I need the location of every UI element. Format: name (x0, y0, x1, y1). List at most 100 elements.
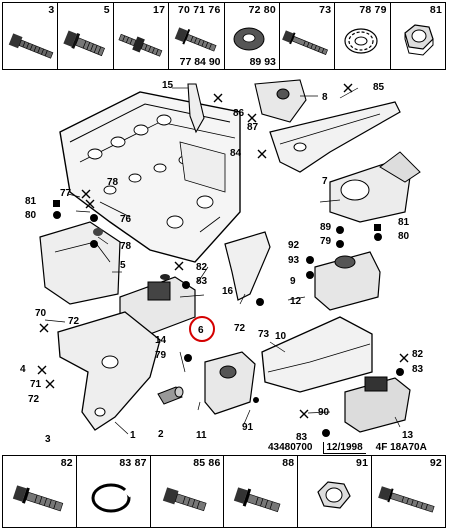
callout-6: 6 (198, 325, 204, 336)
engine-block (59, 91, 241, 263)
top-hardware-strip: 3 5 17 (2, 2, 446, 70)
callout-15: 15 (162, 80, 174, 91)
mount-13 (344, 376, 411, 433)
callout-4: 4 (20, 364, 26, 375)
callout-91: 91 (242, 422, 254, 433)
mount-5 (39, 221, 121, 305)
callout-80-left: 80 (25, 210, 37, 221)
callout-84: 84 (230, 148, 242, 159)
callout-72-left: 72 (68, 316, 80, 327)
callout-70: 70 (35, 308, 47, 319)
hardware-label: 82 (60, 457, 73, 469)
mount-12 (314, 251, 381, 311)
callout-89: 89 (320, 222, 332, 233)
mount-11 (204, 351, 256, 415)
callout-90: 90 (318, 407, 330, 418)
callout-93: 93 (288, 255, 300, 266)
callout-16: 16 (222, 286, 234, 297)
reference-date: 12/1998 (322, 442, 366, 454)
hardware-label: 83 87 (119, 457, 147, 469)
reference-block: 43480700 12/1998 4F 18A70A (268, 442, 427, 454)
callout-8: 8 (322, 92, 328, 103)
hardware-label: 72 80 (248, 4, 276, 16)
callout-76: 76 (120, 214, 132, 225)
hardware-label: 89 93 (249, 56, 276, 68)
hex-nut-icon (403, 24, 434, 56)
callout-81-left: 81 (25, 196, 37, 207)
hardware-cell-81[interactable]: 81 (391, 3, 445, 69)
hardware-cell-83[interactable]: 83 87 (77, 456, 151, 527)
hardware-cell-88[interactable]: 88 (224, 456, 299, 527)
reference-number: 43480700 (268, 442, 313, 453)
callout-85: 85 (373, 82, 385, 93)
sleeve-2 (157, 386, 184, 405)
flange-nut-icon (234, 487, 281, 513)
callout-78-lower: 78 (120, 241, 132, 252)
hardware-label: 3 (48, 4, 55, 16)
callout-2: 2 (158, 429, 164, 440)
callout-82-right: 82 (412, 349, 424, 360)
hex-nut-icon (317, 481, 352, 509)
callout-9: 9 (290, 276, 296, 287)
callout-83-bottom: 83 (296, 432, 308, 443)
hardware-cell-5[interactable]: 5 (58, 3, 114, 69)
hardware-label: 78 79 (359, 4, 387, 16)
callout-82: 82 (196, 262, 208, 273)
callout-92: 92 (288, 240, 300, 251)
hardware-cell-70[interactable]: 70 71 76 77 84 90 (169, 3, 225, 69)
stud-bolt-icon (118, 33, 163, 57)
hardware-cell-3[interactable]: 3 (3, 3, 59, 69)
callout-81-right: 81 (398, 217, 410, 228)
lock-washer-icon (344, 28, 378, 54)
callout-3: 3 (45, 434, 51, 445)
hardware-cell-17[interactable]: 17 (114, 3, 170, 69)
bolt-flange-icon (63, 30, 106, 57)
torque-arm (269, 101, 401, 173)
hardware-cell-72[interactable]: 72 80 89 93 (225, 3, 280, 69)
hardware-label: 77 84 90 (179, 56, 221, 68)
highlight-6[interactable]: 6 (189, 316, 215, 342)
hardware-cell-92[interactable]: 92 (372, 456, 445, 527)
callout-83: 83 (196, 276, 208, 287)
mount-9 (329, 151, 421, 223)
callout-71: 71 (30, 379, 42, 390)
callout-78-upper: 78 (107, 177, 119, 188)
callout-73: 73 (258, 329, 270, 340)
callout-10: 10 (275, 331, 287, 342)
spring-washer-icon (91, 483, 133, 513)
bolt-long-icon (378, 486, 435, 513)
callout-80-right: 80 (398, 231, 410, 242)
callout-7: 7 (322, 176, 328, 187)
bolt-hex-flange-icon (174, 27, 217, 52)
bolt-long-icon (8, 33, 54, 59)
callout-77: 77 (60, 188, 72, 199)
hardware-label: 88 (282, 457, 295, 469)
bracket-16 (224, 231, 271, 301)
washer-icon (233, 27, 264, 51)
bolt-flange-icon (12, 485, 64, 512)
callout-79: 79 (320, 236, 332, 247)
hardware-cell-82[interactable]: 82 (3, 456, 77, 527)
callout-72-center: 72 (234, 323, 246, 334)
bracket-8 (254, 79, 307, 123)
hardware-cell-78[interactable]: 78 79 (335, 3, 391, 69)
callout-86: 86 (233, 108, 245, 119)
callout-83-right: 83 (412, 364, 424, 375)
callout-11: 11 (196, 430, 207, 441)
hardware-label: 73 (319, 4, 332, 16)
bolt-short-icon (162, 487, 207, 512)
callout-72-lower: 72 (28, 394, 40, 405)
reference-code: 4F 18A70A (375, 442, 427, 453)
callout-13: 13 (402, 430, 414, 441)
callout-12: 12 (290, 296, 302, 307)
bolt-long-thin-icon (282, 30, 328, 55)
callout-87: 87 (247, 122, 259, 133)
fastener-markers (53, 200, 404, 437)
hardware-cell-85[interactable]: 85 86 (151, 456, 225, 527)
cross-markers (37, 83, 409, 419)
callout-79-lower: 79 (155, 350, 167, 361)
hardware-label: 85 86 (193, 457, 221, 469)
callout-14: 14 (155, 335, 167, 346)
hardware-cell-91[interactable]: 91 (298, 456, 373, 527)
hardware-cell-73[interactable]: 73 (280, 3, 336, 69)
